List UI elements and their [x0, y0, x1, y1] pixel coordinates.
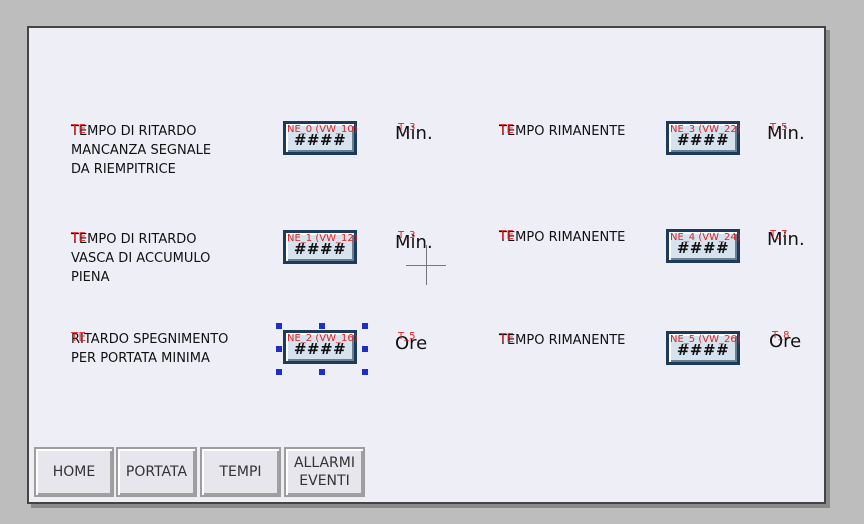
remaining-time-display: #### NE_4 (VW_24) — [666, 229, 741, 263]
label-tag: TE — [499, 228, 514, 242]
unit-tag: T_3 — [398, 122, 416, 133]
field-tag: NE_5 (VW_26) — [670, 334, 741, 345]
unit-tag: T_3 — [398, 230, 416, 241]
unit-label: Ore — [395, 333, 428, 354]
delay-no-filler-signal-label: TEMPO DI RITARDO MANCANZA SEGNALE DA RIE… — [71, 124, 212, 177]
selection-handle[interactable] — [319, 369, 325, 375]
unit-tag: T_7 — [770, 229, 788, 240]
selection-handle[interactable] — [362, 323, 368, 329]
label-tag: TE — [499, 331, 514, 345]
allarmi-eventi-button[interactable]: ALLARMI EVENTI — [284, 447, 365, 497]
remaining-time-label: TEMPO RIMANENTE — [499, 333, 626, 348]
unit-tag: T_5 — [398, 331, 416, 342]
field-value: #### — [293, 240, 347, 258]
portata-button[interactable]: PORTATA — [116, 447, 197, 497]
label-tag: TE — [71, 122, 86, 136]
shutdown-delay-min-flow-input[interactable]: #### NE_2 (VW_16) — [283, 330, 358, 364]
delay-tank-full-input[interactable]: #### NE_1 (VW_12) — [283, 230, 358, 264]
selection-handle[interactable] — [362, 369, 368, 375]
field-value: #### — [676, 239, 730, 257]
unit-label: Ore — [769, 331, 802, 352]
field-tag: NE_2 (VW_16) — [287, 333, 358, 344]
selection-handle[interactable] — [362, 346, 368, 352]
field-value: #### — [293, 131, 347, 149]
selection-handle[interactable] — [319, 323, 325, 329]
unit-tag: T_8 — [772, 330, 790, 341]
label-tag: TE — [71, 230, 86, 244]
label-tag: TE — [71, 330, 86, 344]
selection-handle[interactable] — [276, 346, 282, 352]
remaining-time-display: #### NE_3 (VW_22) — [666, 121, 741, 155]
field-tag: NE_0 (VW_10) — [287, 124, 358, 135]
crosshair-cursor-icon — [426, 245, 427, 285]
delay-no-filler-signal-input[interactable]: #### NE_0 (VW_10) — [283, 121, 358, 155]
remaining-time-label: TEMPO RIMANENTE — [499, 230, 626, 245]
field-tag: NE_1 (VW_12) — [287, 233, 358, 244]
unit-label: Min. — [767, 229, 805, 250]
field-tag: NE_3 (VW_22) — [670, 124, 741, 135]
unit-label: Min. — [395, 232, 433, 253]
label-tag: TE — [499, 122, 514, 136]
unit-label: Min. — [395, 123, 433, 144]
shutdown-delay-min-flow-label: RITARDO SPEGNIMENTO PER PORTATA MINIMA — [71, 332, 229, 366]
field-tag: NE_4 (VW_24) — [670, 232, 741, 243]
field-value: #### — [676, 131, 730, 149]
home-button[interactable]: HOME — [34, 447, 114, 497]
delay-tank-full-label: TEMPO DI RITARDO VASCA DI ACCUMULO PIENA — [71, 232, 211, 285]
remaining-time-label: TEMPO RIMANENTE — [499, 124, 626, 139]
field-value: #### — [293, 340, 347, 358]
tempi-button[interactable]: TEMPI — [200, 447, 281, 497]
selection-handle[interactable] — [276, 369, 282, 375]
selection-handle[interactable] — [276, 323, 282, 329]
unit-label: Min. — [767, 123, 805, 144]
field-value: #### — [676, 341, 730, 359]
unit-tag: T_5 — [770, 122, 788, 133]
remaining-time-display: #### NE_5 (VW_26) — [666, 331, 741, 365]
